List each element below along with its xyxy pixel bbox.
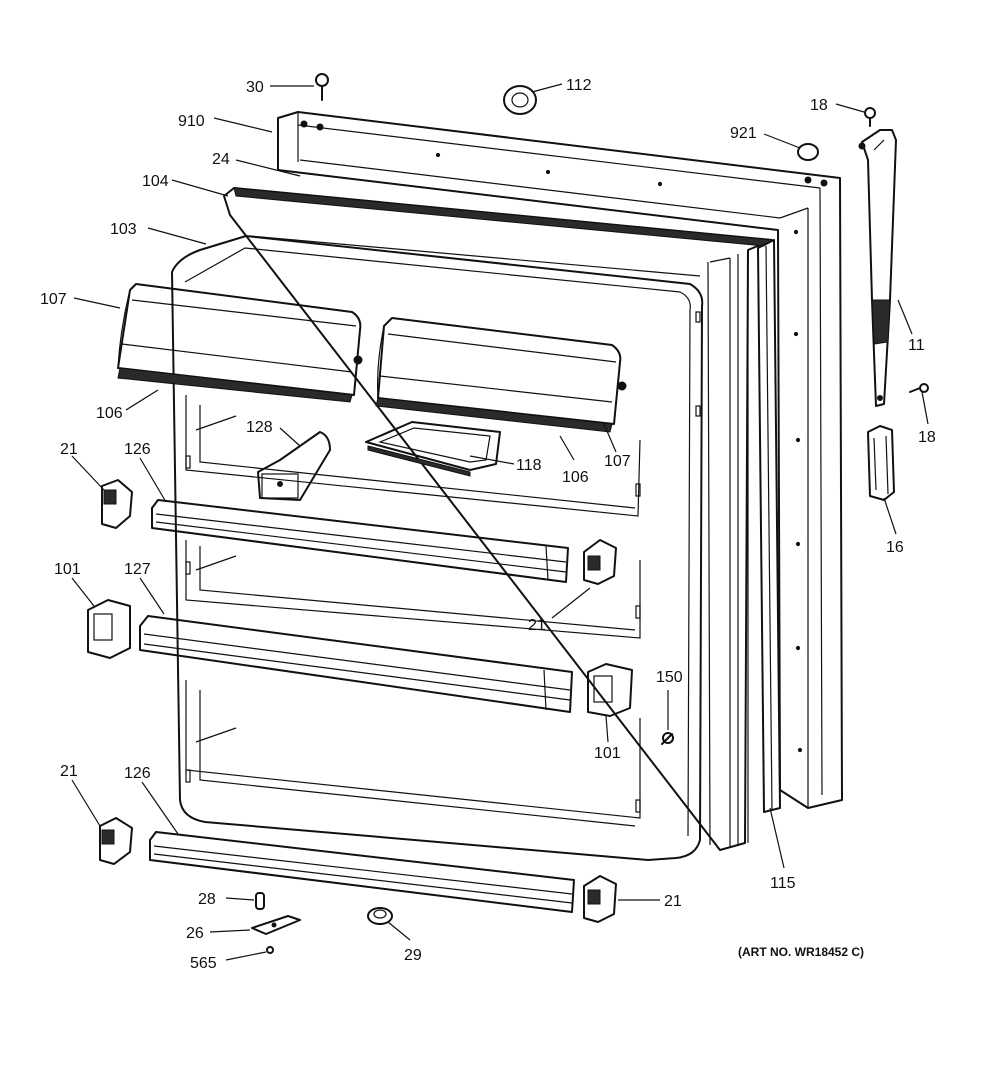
shelf-retainer	[257, 431, 331, 501]
callout-112: 112	[566, 77, 592, 94]
screw-18-top	[864, 107, 876, 127]
door-shelf-bar-upper	[151, 499, 569, 583]
screw-18-side	[909, 383, 929, 393]
callout-103: 103	[110, 221, 137, 238]
art-number: (ART NO. WR18452 C)	[738, 945, 864, 959]
callout-16: 16	[886, 539, 904, 556]
shelf-bracket-left-upper	[101, 479, 133, 529]
callout-28: 28	[198, 891, 216, 908]
callout-101-right: 101	[594, 745, 621, 762]
shelf-end-cap-right	[587, 663, 633, 717]
callout-107-right: 107	[604, 453, 631, 470]
callout-126-lower: 126	[124, 765, 151, 782]
callout-128: 128	[246, 419, 273, 436]
door-hinge	[858, 129, 897, 407]
callout-30: 30	[246, 79, 264, 96]
callout-21-right-lower: 21	[664, 893, 682, 910]
screw-30	[315, 73, 329, 101]
callout-150: 150	[656, 669, 683, 686]
plug-921	[797, 143, 819, 161]
callout-106-left: 106	[96, 405, 123, 422]
callout-910: 910	[178, 113, 205, 130]
pin-28	[255, 892, 265, 910]
callout-18-side: 18	[918, 429, 936, 446]
callout-107-left: 107	[40, 291, 67, 308]
callout-104: 104	[142, 173, 169, 190]
plug-29	[367, 907, 393, 925]
callout-21-left-lower: 21	[60, 763, 78, 780]
callout-565: 565	[190, 955, 217, 972]
shelf-bracket-right-lower	[583, 875, 617, 923]
callout-29: 29	[404, 947, 422, 964]
dairy-door-right	[375, 317, 627, 433]
outer-door-panel	[277, 111, 843, 809]
callout-26: 26	[186, 925, 204, 942]
plug-112	[503, 85, 537, 115]
callout-11: 11	[908, 337, 925, 354]
door-liner	[171, 235, 731, 861]
shelf-bracket-right-upper	[583, 539, 617, 585]
callout-126-upper: 126	[124, 441, 151, 458]
shelf-bracket-left-lower	[99, 817, 133, 865]
callout-921: 921	[730, 125, 757, 142]
door-shelf-bar-middle	[139, 615, 573, 713]
callout-18-top: 18	[810, 97, 828, 114]
egg-tray	[365, 421, 501, 477]
screw-565	[266, 946, 274, 954]
callout-118: 118	[516, 457, 542, 474]
callout-106-right: 106	[562, 469, 589, 486]
dairy-door-left	[117, 283, 363, 403]
door-handle-grip	[867, 425, 895, 501]
callout-127: 127	[124, 561, 151, 578]
door-shelf-bar-lower	[149, 831, 575, 913]
shelf-end-cap-left	[87, 599, 131, 659]
leader-lines	[71, 83, 929, 961]
callout-24: 24	[212, 151, 230, 168]
callout-101-left: 101	[54, 561, 81, 578]
plate-26	[251, 915, 301, 935]
screw-150	[661, 732, 674, 745]
callout-21-left-upper: 21	[60, 441, 78, 458]
panel-screw-dots	[435, 152, 803, 753]
callout-21-right-upper: 21	[528, 617, 546, 634]
callout-115: 115	[770, 875, 796, 892]
breaker-strip	[757, 239, 781, 813]
callout-labels: 30 112 18 910 921 24 104 103 107 11 18 1…	[40, 77, 936, 972]
